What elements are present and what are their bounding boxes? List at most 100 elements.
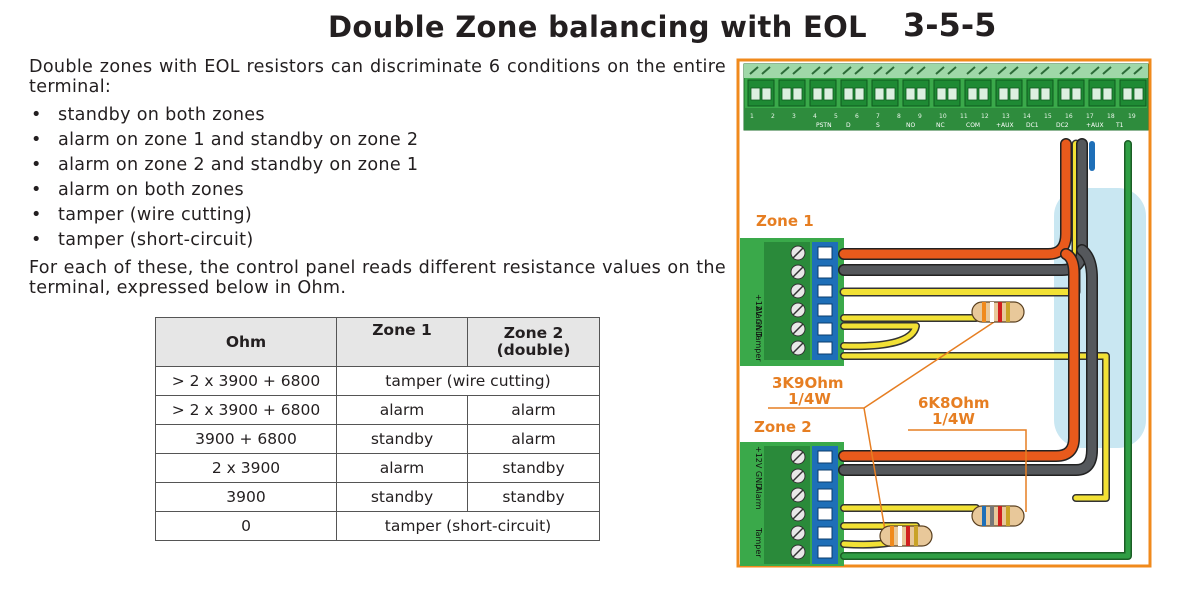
panel-clamp bbox=[967, 87, 978, 101]
panel-terminal-number: 14 bbox=[1023, 113, 1031, 120]
resistor-band bbox=[982, 302, 986, 322]
header-zone2: Zone 2(double) bbox=[467, 317, 600, 367]
terminal-clamp bbox=[817, 341, 833, 355]
resistor-band bbox=[1006, 506, 1010, 526]
cell-zone2: standby bbox=[467, 453, 600, 483]
panel-screw-icon bbox=[842, 66, 864, 75]
panel-terminal-label: T1 bbox=[1115, 122, 1124, 129]
zone2-screw-block bbox=[764, 446, 810, 564]
screw-slot bbox=[792, 247, 804, 259]
resistor-band bbox=[998, 506, 1002, 526]
zone2-label: Zone 2 bbox=[754, 418, 812, 436]
panel-screw-icon bbox=[1059, 66, 1081, 75]
callout-res1-z2 bbox=[863, 407, 887, 537]
cell-ohm: 3900 + 6800 bbox=[155, 424, 337, 454]
zone1-screw-block bbox=[764, 242, 810, 360]
table-header-row: Ohm Zone 1 Zone 2(double) bbox=[155, 317, 600, 367]
zone2-terminal: +12V GND Alarm Tamper bbox=[740, 442, 844, 566]
cell-zone2: standby bbox=[467, 482, 600, 512]
panel-terminal-number: 5 bbox=[834, 113, 838, 120]
panel-terminal-number: 3 bbox=[792, 113, 796, 120]
bullet-icon: • bbox=[31, 155, 42, 175]
table-row: 3900 + 6800 standby alarm bbox=[155, 424, 600, 454]
panel-terminal-number: 19 bbox=[1128, 113, 1136, 120]
panel-terminal-number: 9 bbox=[918, 113, 922, 120]
panel-screw-icon bbox=[904, 66, 926, 75]
screw-slot bbox=[792, 266, 804, 278]
zone1-terminal: +12V GND Alarm Tamper bbox=[740, 238, 844, 366]
panel-terminal-label: PSTN bbox=[816, 122, 832, 129]
bullet-icon: • bbox=[31, 205, 42, 225]
terminal-clamp bbox=[817, 507, 833, 521]
panel-terminal-number: 6 bbox=[855, 113, 859, 120]
screw-slot bbox=[792, 508, 804, 520]
resistor-band bbox=[914, 526, 918, 546]
panel-clamp bbox=[1040, 87, 1051, 101]
orange-wire-zone2 bbox=[839, 249, 1079, 461]
yellow-wire-zone2 bbox=[841, 353, 1109, 511]
table-row: > 2 x 3900 + 6800 alarm alarm bbox=[155, 395, 600, 425]
table-row: > 2 x 3900 + 6800 tamper (wire cutting) bbox=[155, 366, 600, 396]
terminal-clamp bbox=[817, 265, 833, 279]
cell-merged: tamper (wire cutting) bbox=[336, 366, 600, 396]
cell-ohm: > 2 x 3900 + 6800 bbox=[155, 395, 337, 425]
yellow-wire-loop bbox=[841, 315, 979, 349]
panel-screw-icon bbox=[749, 66, 771, 75]
panel-terminal-number: 8 bbox=[897, 113, 901, 120]
zone2-clamp-block bbox=[812, 446, 838, 564]
wires bbox=[838, 138, 1132, 560]
panel-screw-icon bbox=[1090, 66, 1112, 75]
panel-clamp bbox=[916, 87, 927, 101]
green-wire bbox=[841, 141, 1131, 559]
terminal-clamp bbox=[817, 488, 833, 502]
panel-clamp bbox=[1029, 87, 1040, 101]
cell-ohm: > 2 x 3900 + 6800 bbox=[155, 366, 337, 396]
callout-res2 bbox=[908, 429, 1027, 512]
cell-zone1: standby bbox=[336, 424, 468, 454]
panel-clamp bbox=[854, 87, 865, 101]
screw-slot bbox=[792, 527, 804, 539]
panel-terminal-label: NC bbox=[936, 122, 945, 129]
header-ohm: Ohm bbox=[155, 317, 337, 367]
panel-clamp bbox=[1122, 87, 1133, 101]
page-title: Double Zone balancing with EOL bbox=[328, 10, 867, 44]
zone1-tamper-label: Tamper bbox=[754, 331, 763, 362]
zone2-tamper-label: Tamper bbox=[754, 527, 763, 558]
res2-rating: 1/4W bbox=[932, 410, 975, 428]
panel-clamp bbox=[936, 87, 947, 101]
terminal-clamp bbox=[817, 469, 833, 483]
panel-terminal-label: COM bbox=[966, 122, 980, 129]
res1-value: 3K9Ohm bbox=[772, 374, 844, 392]
panel-terminal-number: 15 bbox=[1044, 113, 1052, 120]
panel-terminal-label: NO bbox=[906, 122, 915, 129]
panel-clamp bbox=[978, 87, 989, 101]
panel-terminal-number: 18 bbox=[1107, 113, 1115, 120]
panel-terminal-number: 1 bbox=[750, 113, 754, 120]
list-item: •alarm on zone 1 and standby on zone 2 bbox=[31, 130, 419, 150]
panel-clamp bbox=[792, 87, 803, 101]
resistor-band bbox=[1006, 302, 1010, 322]
screw-slot bbox=[792, 451, 804, 463]
list-item: •standby on both zones bbox=[31, 105, 265, 125]
panel-screw-icon bbox=[1121, 66, 1143, 75]
panel-terminal-number: 2 bbox=[771, 113, 775, 120]
list-item: •alarm on both zones bbox=[31, 180, 245, 200]
panel-terminal-number: 13 bbox=[1002, 113, 1010, 120]
screw-slot bbox=[792, 323, 804, 335]
panel-clamp bbox=[905, 87, 916, 101]
resistance-table: Ohm Zone 1 Zone 2(double) > 2 x 3900 + 6… bbox=[155, 317, 600, 541]
terminal-clamp bbox=[817, 322, 833, 336]
bullet-icon: • bbox=[31, 105, 42, 125]
panel-clamp bbox=[1060, 87, 1071, 101]
grey-wire-zone2 bbox=[839, 245, 1097, 475]
panel-screw-icon bbox=[873, 66, 895, 75]
panel-screw-icon bbox=[780, 66, 802, 75]
panel-label-row bbox=[744, 108, 1148, 130]
list-item: •tamper (wire cutting) bbox=[31, 205, 253, 225]
list-item: •tamper (short-circuit) bbox=[31, 230, 254, 250]
intro-text: Double zones with EOL resistors can disc… bbox=[29, 57, 726, 97]
res1-rating: 1/4W bbox=[788, 390, 831, 408]
panel-terminal-label: +AUX bbox=[1086, 122, 1104, 129]
